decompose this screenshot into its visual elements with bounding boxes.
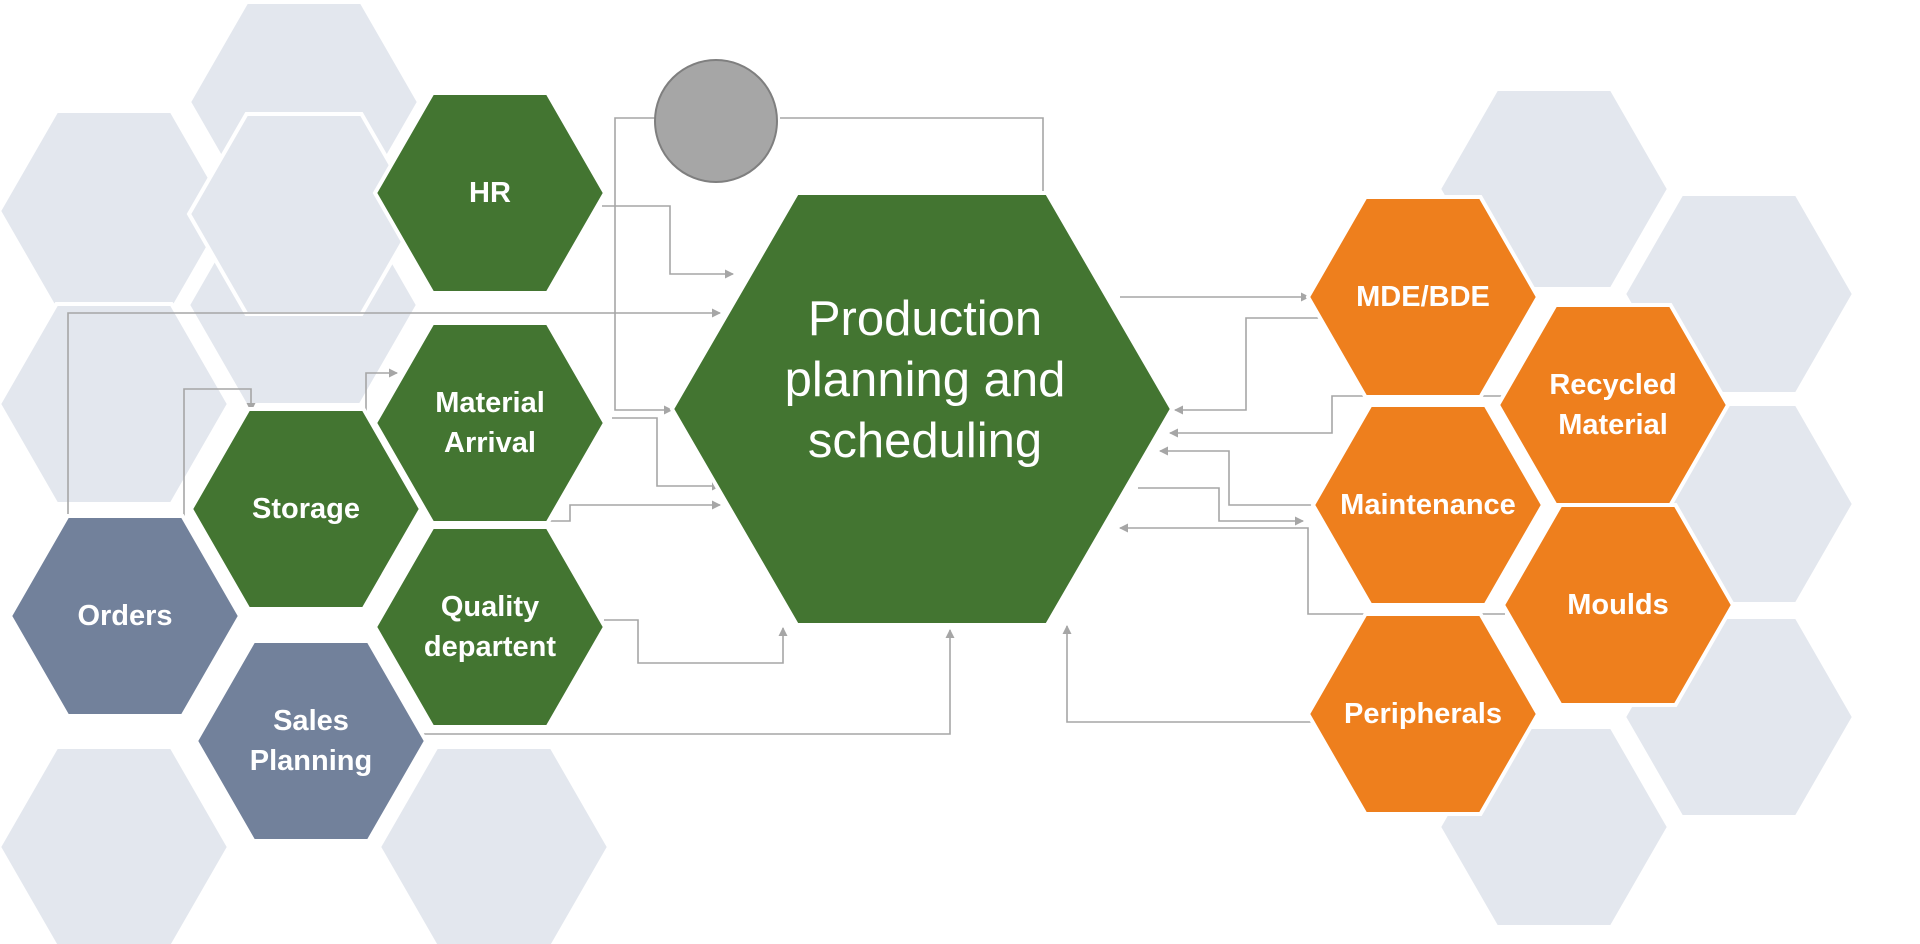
peripherals-label-line-1: Peripherals	[1344, 698, 1502, 730]
recycled-material-label-line-1: Recycled	[1549, 369, 1676, 401]
production-planning-label-line-1: Production	[808, 292, 1042, 346]
recycled-material-hexagon	[1495, 303, 1731, 507]
material-arrival-label-line-1: Material	[435, 387, 545, 419]
feedback-circle	[654, 59, 778, 183]
connector-line	[612, 417, 721, 491]
orders-label-line-1: Orders	[77, 600, 172, 632]
connector-line	[1174, 317, 1321, 415]
background-hexagon	[0, 302, 232, 506]
production-planning-label-line-2: planning and	[785, 353, 1066, 407]
orders-label: Orders	[77, 600, 172, 632]
peripherals-label: Peripherals	[1344, 698, 1502, 730]
connector-line	[422, 629, 955, 735]
connector-line	[780, 117, 1044, 192]
hr-label-line-1: HR	[469, 177, 511, 209]
storage-hexagon	[188, 407, 424, 611]
connector-line	[539, 500, 721, 522]
connector-line	[1159, 446, 1338, 506]
background-hexagon	[0, 745, 232, 944]
production-planning-hexagon	[669, 191, 1175, 627]
mde-bde-label-line-1: MDE/BDE	[1356, 281, 1490, 313]
connector-line	[1062, 625, 1321, 723]
maintenance-label: Maintenance	[1340, 489, 1516, 521]
sales-planning-hexagon	[193, 639, 429, 843]
connector-lines	[67, 117, 1507, 735]
moulds-hexagon	[1500, 503, 1736, 707]
moulds-label: Moulds	[1567, 589, 1669, 621]
connector-line	[614, 117, 673, 415]
maintenance-label-line-1: Maintenance	[1340, 489, 1516, 521]
material-arrival-hexagon	[372, 321, 608, 525]
quality-department-hexagon	[372, 525, 608, 729]
maintenance-hexagon	[1310, 403, 1546, 607]
peripherals-hexagon	[1305, 612, 1541, 816]
sales-planning-label-line-1: Sales	[273, 705, 349, 737]
mde-bde-label: MDE/BDE	[1356, 281, 1490, 313]
connector-line	[1138, 487, 1304, 526]
connector-line	[602, 205, 734, 279]
material-arrival-label-line-2: Arrival	[444, 427, 536, 459]
background-hexagon	[376, 745, 612, 944]
storage-label: Storage	[252, 493, 360, 525]
connector-line	[604, 619, 788, 664]
quality-department-label-line-2: departent	[424, 631, 556, 663]
recycled-material-label-line-2: Material	[1558, 409, 1668, 441]
moulds-label-line-1: Moulds	[1567, 589, 1669, 621]
connector-line	[67, 308, 721, 534]
quality-department-label: Quality departent	[424, 591, 556, 663]
production-planning-label: Production planning and scheduling	[785, 292, 1066, 468]
storage-label-line-1: Storage	[252, 493, 360, 525]
quality-department-label-line-1: Quality	[441, 591, 539, 623]
connector-line	[183, 388, 256, 534]
mde-bde-hexagon	[1305, 195, 1541, 399]
sales-planning-label-line-2: Planning	[250, 745, 372, 777]
connector-line	[365, 368, 398, 423]
orders-hexagon	[7, 514, 243, 718]
production-planning-label-line-3: scheduling	[808, 414, 1042, 468]
hr-hexagon	[372, 91, 608, 295]
hr-label: HR	[469, 177, 511, 209]
